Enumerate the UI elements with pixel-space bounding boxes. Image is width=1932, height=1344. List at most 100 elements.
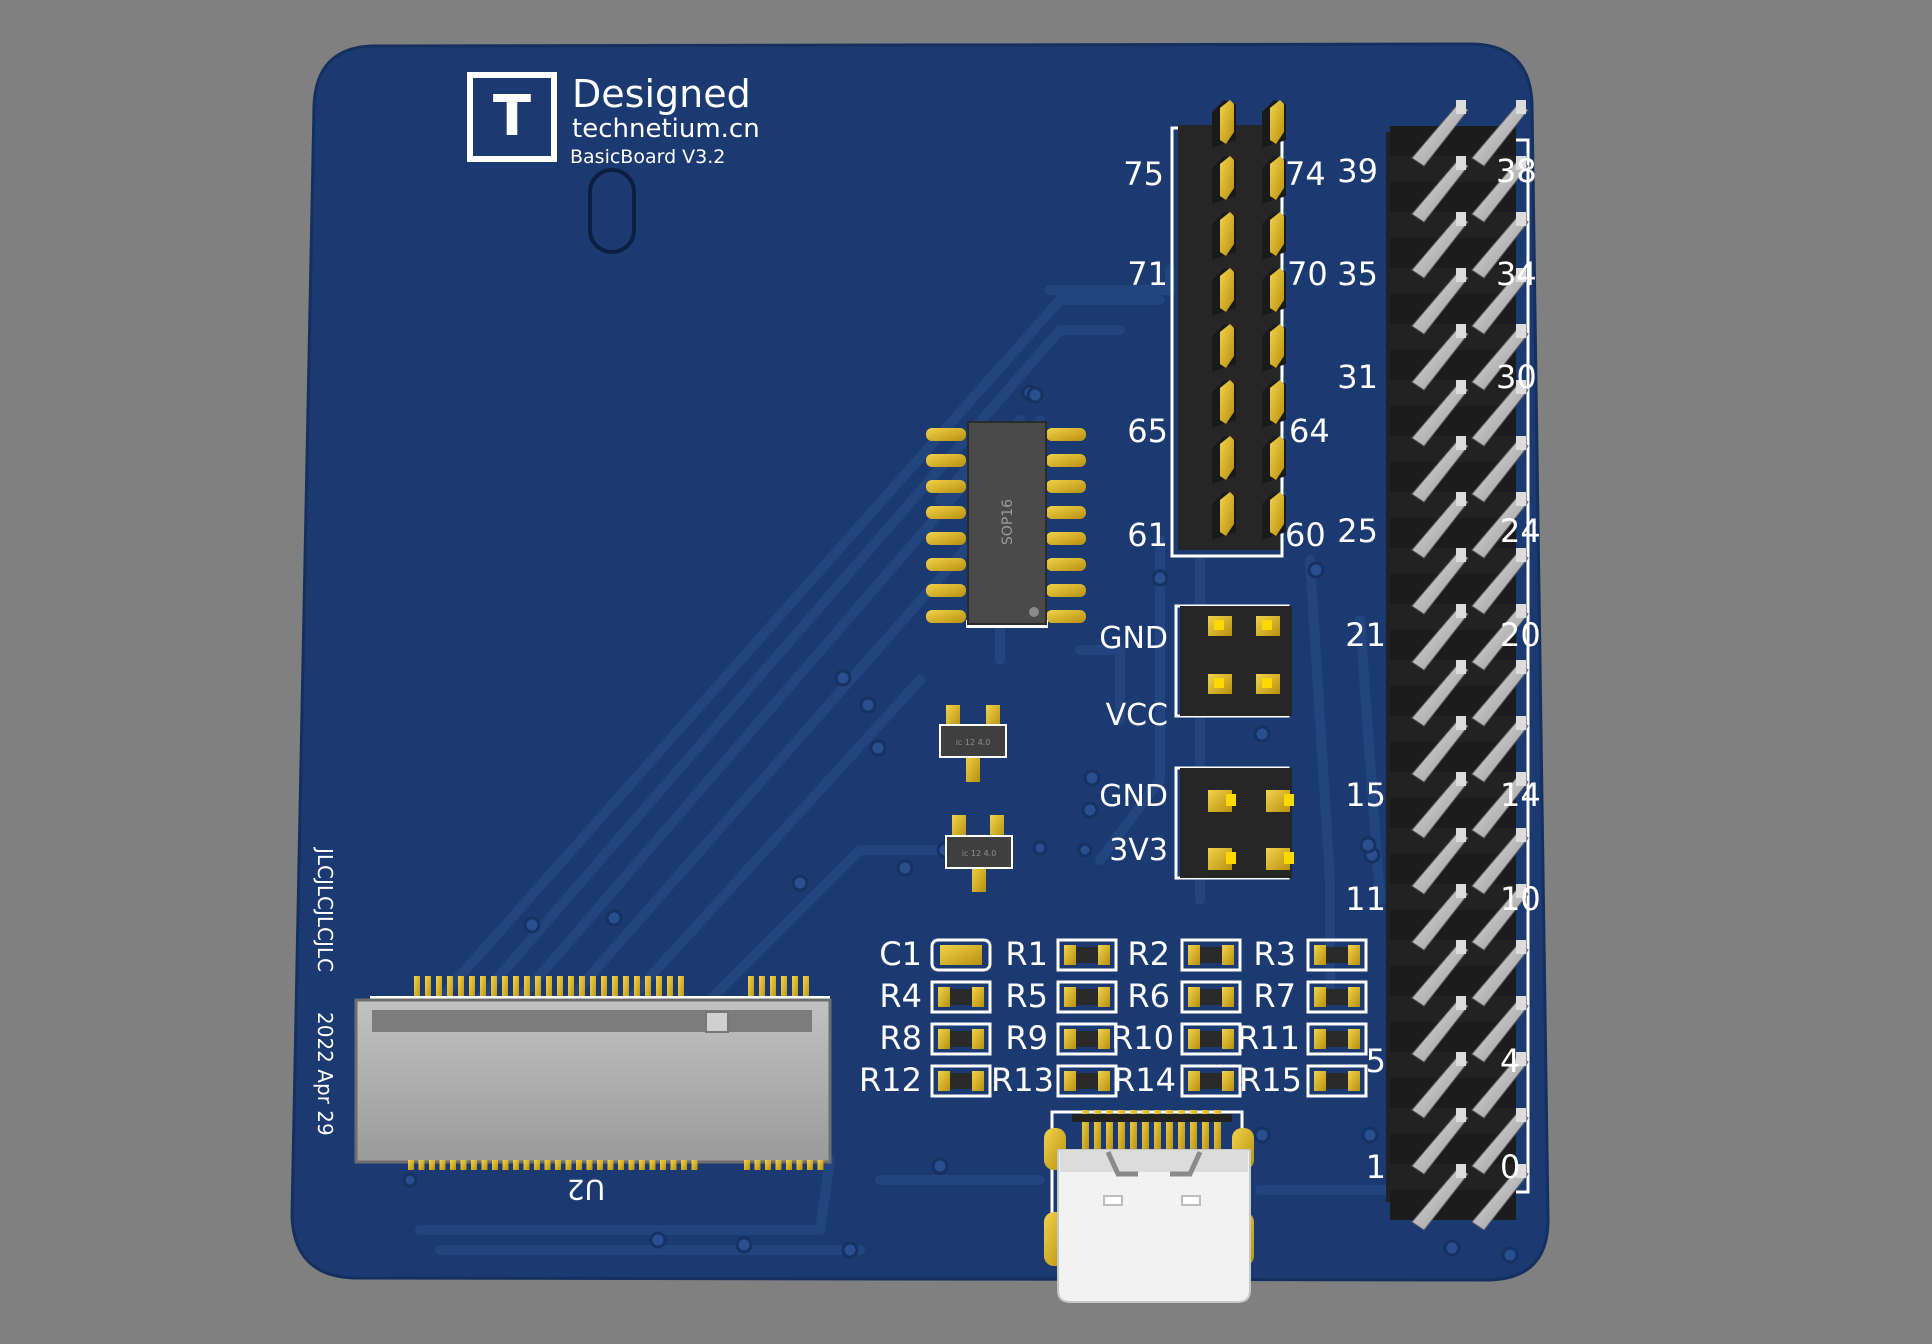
header-2x8-pin [1220,156,1234,200]
fpc-bottom-pin [555,1160,561,1170]
header-2x20-pin [1411,159,1469,223]
fpc-top-pin [781,976,787,1004]
usb-c-pin [1202,1110,1209,1150]
fpc-bottom-pin [586,1160,593,1170]
header-2x20-pin-tip [1516,268,1526,282]
fpc-bottom-pin [670,1160,677,1170]
passive-label-r5: R5 [1005,977,1048,1015]
usb-c-pin [1178,1110,1185,1150]
fpc-bottom-pin [565,1160,572,1170]
passive-label-r7: R7 [1253,977,1296,1015]
header-2x20-pin-tip [1516,1164,1526,1178]
fpc-top-pin [557,976,563,1004]
sop16-pin1-dot [1029,607,1039,617]
fpc-top-pin [667,976,673,1004]
sop16-pins [926,428,1086,628]
header-2x20-pin-tip [1456,716,1466,730]
fpc-top-pin [579,976,585,1004]
passive-label-r6: R6 [1127,977,1170,1015]
big-left-label-25: 25 [1337,512,1378,550]
header-2x20-pin-tip [1516,380,1526,394]
header-2x20-pin-tip [1456,380,1466,394]
header-2x20-pin [1411,607,1469,671]
usb-c-pin [1190,1110,1197,1150]
header-2x8-pin [1220,268,1234,312]
header-2x20-pin [1471,551,1529,615]
passive-r10: R10 [1111,1019,1242,1057]
passive-label-r13: R13 [991,1061,1054,1099]
header-label-61: 61 [1127,516,1168,554]
sop16-body [967,421,1047,625]
header-2x20-pin-tip [1516,1108,1526,1122]
header-2x20-pin [1471,775,1529,839]
header-2x20-left-labels: 39 35 31 25 21 15 11 5 1 [1337,152,1386,1186]
usb-c-pin [1094,1110,1101,1150]
big-right-label-38: 38 [1496,152,1537,190]
sop16-label: SOP16 [1000,499,1016,545]
sop16-chip: SOP16 [926,421,1086,628]
big-right-label-14: 14 [1500,776,1541,814]
header-2x8-pin [1270,100,1284,144]
usb-c-shell [1057,1149,1251,1303]
header-2x20-pin [1471,1111,1529,1175]
fpc-bottom-pins [408,1160,824,1170]
fpc-bottom-pin [744,1160,750,1170]
usb-c-pin-shadow [1072,1114,1232,1122]
header-2x20-pin [1471,719,1529,783]
header-label-60: 60 [1285,516,1326,554]
fpc-top-pin [748,976,754,1004]
header-2x20-pin-tip [1516,156,1526,170]
sop16-left-pin [926,584,966,597]
usb-c-pin [1166,1110,1173,1150]
header-2x20-pin-tip [1516,940,1526,954]
header-2x20-pin-tip [1456,604,1466,618]
header-2x20-pin-tip [1516,100,1526,114]
sop16-left-pin [926,428,966,441]
passive-r15: R15 [1239,1061,1368,1099]
passive-r5: R5 [1005,977,1118,1015]
header-2x20-pin [1471,495,1529,559]
fpc-top-pin [425,976,431,1004]
header-2x20-pin [1411,831,1469,895]
fpc-bottom-pin [492,1160,498,1170]
header-2x20-pin-tip [1456,492,1466,506]
fpc-bottom-pin [775,1160,782,1170]
fpc-top-pin [546,976,552,1004]
header-2x20-pin-tip [1516,884,1526,898]
big-right-label-0: 0 [1500,1148,1520,1186]
fpc-bottom-pin [765,1160,771,1170]
fpc-connector: U2 [354,976,832,1206]
passive-r8: R8 [879,1019,992,1057]
header-label-65: 65 [1127,412,1168,450]
header-2x20-pin-tip [1516,772,1526,786]
big-left-label-31: 31 [1337,358,1378,396]
header-2x20-pin [1411,383,1469,447]
passive-r1: R1 [1005,935,1118,973]
pin-header-2x8: 75 74 71 70 65 64 61 60 [1123,100,1330,558]
usb-c-pin [1154,1110,1161,1150]
big-right-label-34: 34 [1496,255,1537,293]
usb-c-pin [1082,1110,1089,1150]
usb-c-pin [1106,1110,1113,1150]
header-2x20-pin-tip [1516,436,1526,450]
date-text: 2022 Apr 29 [313,1012,337,1136]
fpc-bottom-pin [691,1160,698,1170]
big-right-label-10: 10 [1500,880,1541,918]
sop16-right-pin [1046,610,1086,623]
fpc-bottom-pin [460,1160,467,1170]
header-2x20-pin-tip [1456,1164,1466,1178]
fpc-top-pin [792,976,798,1004]
usb-c-pin [1142,1110,1149,1150]
usb-c-pin [1118,1110,1125,1150]
header-2x20-pin-tip [1456,660,1466,674]
fpc-top-pin [759,976,765,1004]
header-2x20-pin [1471,159,1529,223]
header-2x20-pin [1411,495,1469,559]
header-2x20-pin [1411,943,1469,1007]
power-header-gnd-vcc: GND VCC [1099,604,1292,733]
header-2x20-pin [1471,831,1529,895]
sop16-right-pin [1046,558,1086,571]
header-2x20-pin-tip [1516,604,1526,618]
header-2x8-pin [1270,380,1284,424]
fpc-top-pin [414,976,420,1004]
